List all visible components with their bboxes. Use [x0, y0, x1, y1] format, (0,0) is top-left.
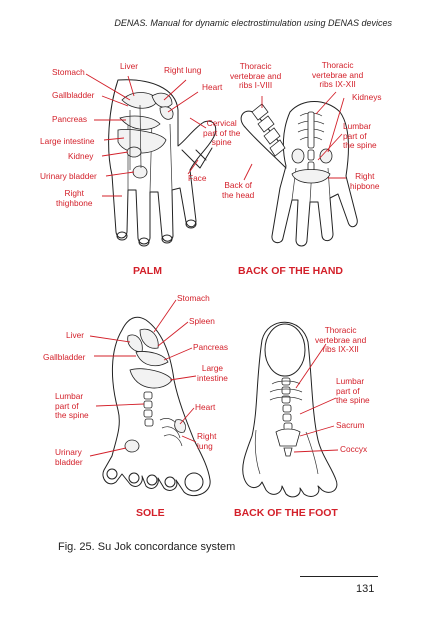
label-foot-coccyx: Coccyx	[340, 444, 368, 454]
running-head: DENAS. Manual for dynamic electrostimula…	[114, 18, 392, 28]
label-palm-kidney: Kidney	[68, 151, 94, 161]
label-foot-lumbar: Lumbar part of the spine	[336, 376, 370, 405]
back-hand-kidney-left	[291, 148, 305, 164]
label-hand-right-hipbone: Right hipbone	[350, 171, 380, 191]
panel-title-sole: SOLE	[136, 507, 165, 519]
sole-heart-organ	[174, 419, 186, 433]
footer-rule	[300, 576, 378, 577]
figure-caption: Fig. 25. Su Jok concordance system	[58, 541, 236, 553]
label-palm-face: Face	[188, 173, 207, 183]
sole-bladder-organ	[124, 439, 140, 453]
back-of-hand-leader-lines	[243, 91, 346, 181]
label-palm-urinary-bladder: Urinary bladder	[40, 171, 97, 181]
label-palm-large-intestine: Large intestine	[40, 136, 95, 146]
label-sole-pancreas: Pancreas	[193, 342, 229, 352]
page-number: 131	[356, 583, 375, 595]
label-palm-stomach: Stomach	[52, 67, 85, 77]
label-sole-large-intestine: Large intestine	[197, 363, 228, 383]
label-palm-heart: Heart	[202, 82, 223, 92]
back-hand-ribcage	[297, 111, 325, 173]
label-foot-sacrum: Sacrum	[336, 420, 365, 430]
label-sole-right-lung: Right lung	[197, 431, 217, 451]
label-sole-stomach: Stomach	[177, 293, 210, 303]
sole-intestine-organ	[129, 368, 173, 389]
back-of-foot-drawing	[242, 321, 338, 498]
label-sole-spleen: Spleen	[189, 316, 215, 326]
label-sole-urinary-bladder: Urinary bladder	[55, 447, 83, 467]
panel-title-back-of-hand: BACK OF THE HAND	[238, 265, 343, 277]
sole-spine	[143, 391, 154, 427]
label-foot-thoracic-9-12: Thoracic vertebrae and ribs IX-XII	[315, 325, 367, 354]
label-hand-thoracic-9-12: Thoracic vertebrae and ribs IX-XII	[312, 60, 364, 89]
label-palm-liver: Liver	[120, 61, 138, 71]
panel-title-back-of-foot: BACK OF THE FOOT	[234, 507, 338, 519]
label-hand-back-of-head: Back of the head	[222, 180, 255, 200]
label-hand-lumbar: Lumbar part of the spine	[343, 121, 377, 150]
back-hand-thumb-spine	[251, 103, 286, 157]
sole-stomach-organ	[139, 328, 159, 349]
sole-pancreas-organ	[135, 351, 169, 367]
palm-heart-organ	[159, 106, 174, 120]
label-palm-right-lung: Right lung	[164, 65, 202, 75]
sole-drawing	[102, 316, 211, 496]
label-palm-gallbladder: Gallbladder	[52, 90, 95, 100]
label-sole-gallbladder: Gallbladder	[43, 352, 86, 362]
sole-liver-organ	[127, 334, 143, 353]
back-foot-heel-outline	[264, 323, 306, 377]
label-palm-cervical-spine: Cervical part of the spine	[203, 118, 241, 147]
label-hand-kidneys: Kidneys	[352, 92, 382, 102]
sole-leader-lines	[89, 299, 197, 457]
label-palm-pancreas: Pancreas	[52, 114, 88, 124]
palm-leader-lines	[85, 73, 207, 197]
panel-title-palm: PALM	[133, 265, 162, 277]
back-hand-pelvis	[291, 169, 331, 184]
back-foot-sacrum	[275, 428, 301, 447]
palm-intestine-organ	[117, 129, 167, 154]
label-sole-liver: Liver	[66, 330, 84, 340]
back-of-foot-leader-lines	[293, 343, 339, 453]
palm-bladder-organ	[132, 165, 148, 179]
palm-drawing	[108, 79, 217, 247]
back-foot-spine	[281, 377, 293, 431]
label-sole-lumbar: Lumbar part of the spine	[55, 391, 89, 420]
back-hand-kidney-right	[319, 148, 333, 164]
label-palm-right-thighbone: Right thighbone	[56, 188, 93, 208]
label-sole-heart: Heart	[195, 402, 216, 412]
label-hand-thoracic-1-8: Thoracic vertebrae and ribs I-VIII	[230, 61, 282, 90]
palm-kidney-organ	[126, 146, 142, 158]
back-foot-coccyx	[283, 447, 293, 457]
back-of-hand-drawing	[240, 101, 358, 247]
